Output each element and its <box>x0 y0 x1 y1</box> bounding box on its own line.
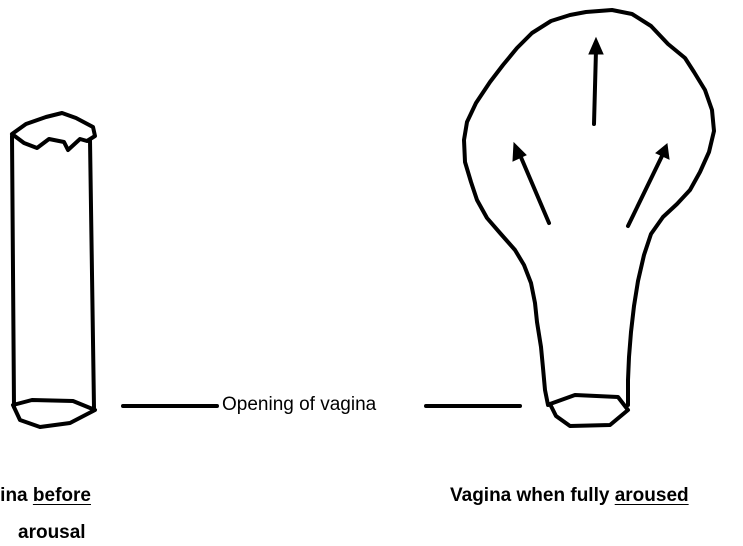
tube-right-wall <box>90 140 94 408</box>
arrow-up-icon <box>589 38 603 124</box>
caption-before-arousal-line2: arousal <box>18 520 86 546</box>
arrow-up-left-icon <box>513 143 549 223</box>
arrow-up-right-icon <box>628 144 669 226</box>
balloon-outline <box>464 10 714 405</box>
tube-top-outline <box>12 113 95 150</box>
caption-before-arousal: agina before <box>0 483 91 509</box>
opening-of-vagina-label: Opening of vagina <box>222 392 376 418</box>
caption-aroused-emph: aroused <box>615 485 689 506</box>
caption-aroused-prefix: Vagina when fully <box>450 485 615 506</box>
balloon-opening <box>550 395 628 426</box>
unaroused-vagina-tube <box>12 113 95 427</box>
tube-left-wall <box>12 136 14 407</box>
caption-before-prefix: agina <box>0 485 33 506</box>
tube-opening-left <box>13 400 95 427</box>
aroused-vagina-balloon <box>464 10 714 426</box>
caption-fully-aroused: Vagina when fully aroused <box>450 483 689 509</box>
caption-before-emph: before <box>33 485 91 506</box>
